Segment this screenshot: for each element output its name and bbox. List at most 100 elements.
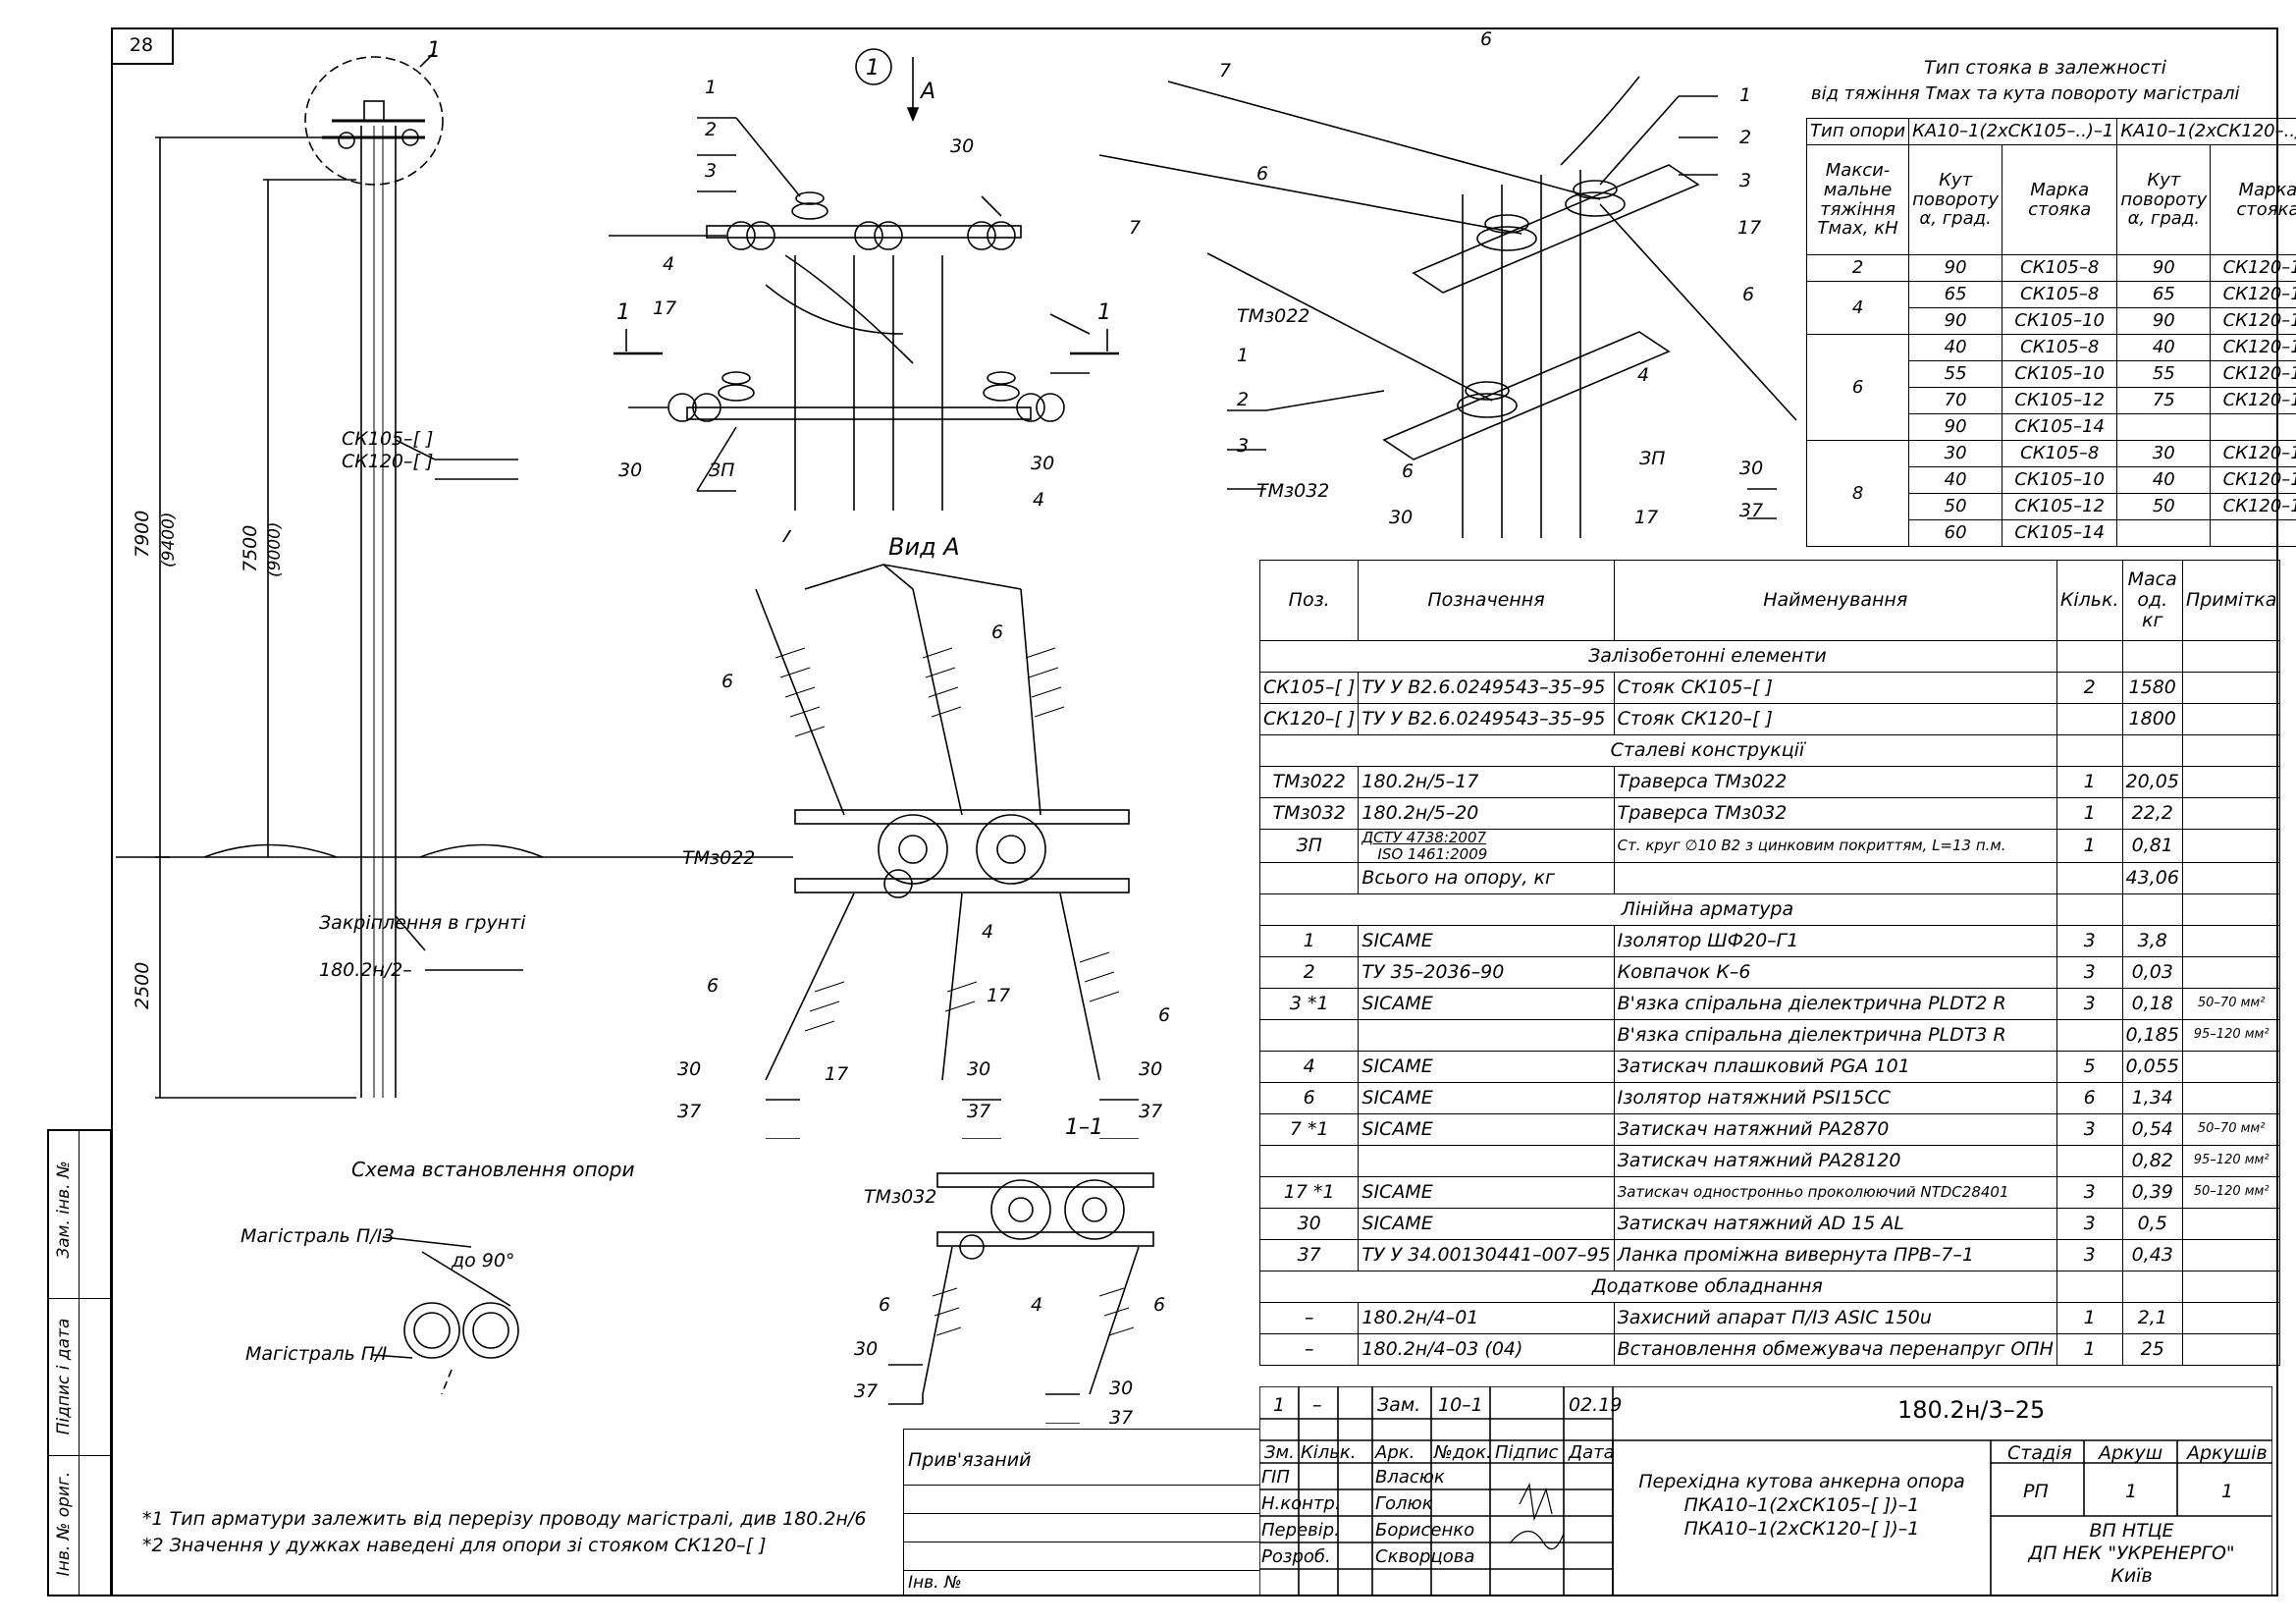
trunk-angle: до 90°: [451, 1250, 514, 1271]
spec-cell-poz: 2: [1258, 956, 1360, 989]
type-table-body: 290СК105–890СК120–10465СК105–865СК120–10…: [1805, 254, 2296, 547]
pole-caption: Схема встановлення опори: [351, 1158, 634, 1181]
spec-cell-poz: 17 *1: [1258, 1176, 1360, 1209]
spec-cell-qty: [2056, 1145, 2123, 1177]
section-mark-left: 1: [616, 300, 630, 325]
iso-callout-2b: 2: [1237, 389, 1249, 410]
spec-cell-note: 95–120 мм²: [2181, 1019, 2281, 1052]
spec-cell-oz: SICAME: [1358, 925, 1615, 957]
type-cell: [2210, 413, 2296, 441]
title-block: 180.2н/3–25 1 – Зам. 10–1 02.19 Зм. Кіль…: [1259, 1386, 2272, 1596]
spec-cell-name: В'язка спіральна діелектрична PLDT3 R: [1613, 1019, 2057, 1052]
spec-cell-qty: 3: [2056, 925, 2123, 957]
iso-callout-17b: 17: [1634, 507, 1658, 528]
spec-cell-oz: ТУ У 34.00130441–007–95: [1358, 1239, 1615, 1271]
type-cell: СК105–8: [2002, 254, 2118, 282]
spec-cell-name: В'язка спіральна діелектрична PLDT2 R: [1613, 988, 2057, 1020]
spec-cell-note: [2181, 1051, 2281, 1083]
hd-1: Зм.: [1264, 1442, 1295, 1463]
spec-cell-name: Затискач натяжний PA28120: [1613, 1145, 2057, 1177]
spec-cell-poz: ЗП: [1258, 829, 1360, 863]
person-3: Скворцова: [1375, 1546, 1475, 1567]
va-callout-30b: 30: [967, 1058, 990, 1080]
spec-oz-line: ISO 1461:2009: [1377, 844, 1488, 863]
spec-cell-mass: 0,03: [2121, 956, 2183, 989]
role-0: ГІП: [1261, 1467, 1290, 1488]
type-cell: 90: [2116, 254, 2212, 282]
chg-2: –: [1312, 1394, 1322, 1416]
type-cell: СК105–12: [2002, 493, 2118, 520]
spec-cell-oz: SICAME: [1358, 1208, 1615, 1240]
va-callout-tmz022: ТМз022: [682, 847, 755, 869]
spec-cell-name: Ланка проміжна вивернута ПРВ–7–1: [1613, 1239, 2057, 1271]
callout-30: 30: [950, 135, 974, 157]
s11-callout-tmz032: ТМз032: [864, 1186, 936, 1208]
va-callout-37b: 37: [967, 1101, 990, 1122]
spec-h-name: Найменування: [1613, 560, 2057, 641]
iso-callout-6d: 6: [1402, 460, 1414, 482]
spec-cell-note: [2181, 956, 2281, 989]
side-label-zam: Зам. інв. №: [54, 1161, 74, 1259]
type-cell: 40: [2116, 334, 2212, 361]
iso-callout-6: 6: [1480, 28, 1492, 50]
section-title: 1–1: [1065, 1115, 1103, 1140]
desc-line-2: ПКА10–1(2хСК105–[ ])–1: [1683, 1494, 1920, 1516]
type-cell: СК105–14: [2002, 413, 2118, 441]
node-isometric-drawing: 7 7 6 6 6 6 1 2 3 17 4 ТМз022 1 2 3 ТМз0…: [1098, 28, 1797, 538]
spec-cell-name: Затискач одностронньо проколюючий NTDC28…: [1613, 1176, 2057, 1209]
view-a-title: Вид А: [888, 533, 960, 561]
pole-label-sk105: СК105–[ ]: [342, 428, 433, 450]
callout-1: 1: [705, 77, 717, 98]
type-cell: СК120–10: [2210, 254, 2296, 282]
spec-section-title: Лінійна арматура: [1621, 898, 1794, 921]
iso-callout-30b: 30: [1739, 458, 1763, 479]
type-cell: 65: [1908, 281, 2003, 308]
spec-cell-mass: 0,18: [2121, 988, 2183, 1020]
spec-section-title: Сталеві конструкції: [1610, 739, 1805, 762]
spec-section-title: Додаткове обладнання: [1591, 1275, 1823, 1298]
spec-cell-name: Траверса ТМз032: [1613, 797, 2057, 830]
spec-cell-poz: –: [1258, 1333, 1360, 1366]
type-cell: СК105–8: [2002, 281, 2118, 308]
va-callout-30c: 30: [1139, 1058, 1162, 1080]
spec-section-title: Залізобетонні елементи: [1588, 645, 1827, 668]
spec-cell-mass: 1,34: [2121, 1082, 2183, 1114]
type-cell: СК120–12: [2210, 360, 2296, 388]
va-callout-30: 30: [677, 1058, 701, 1080]
dim-total-alt: (9400): [159, 512, 179, 568]
spec-cell-name: Стояк СК105–[ ]: [1613, 672, 2057, 704]
chg-4: 10–1: [1438, 1394, 1483, 1416]
spec-cell-poz: СК105–[ ]: [1258, 672, 1360, 704]
type-cell: СК105–10: [2002, 360, 2118, 388]
spec-total-label: Всього на опору, кг: [1358, 862, 1615, 894]
spec-cell-poz: СК120–[ ]: [1258, 703, 1360, 735]
type-max-cell: 8: [1805, 440, 1910, 547]
va-callout-6: 6: [721, 671, 733, 692]
spec-cell-name: Ізолятор ШФ20–Г1: [1613, 925, 2057, 957]
type-table-title-1: Тип стояка в залежності: [1924, 57, 2166, 79]
sheets-h: Аркушів: [2187, 1442, 2268, 1464]
note-1: *1 Тип арматури залежить від перерізу пр…: [142, 1508, 867, 1530]
type-cell: СК105–8: [2002, 440, 2118, 467]
spec-cell-qty: 3: [2056, 956, 2123, 989]
type-cell: 60: [1908, 519, 2003, 547]
spec-h-mass: Маса од. кг: [2121, 560, 2183, 641]
type-h-mark1: Марка стояка: [2002, 144, 2118, 255]
type-cell: СК120–12: [2210, 466, 2296, 494]
spec-cell-oz: SICAME: [1358, 1113, 1615, 1146]
bound-block: Прив'язаний Інв. №: [903, 1429, 1259, 1596]
spec-cell-qty: 2: [2056, 672, 2123, 704]
doc-code: 180.2н/3–25: [1897, 1396, 2046, 1424]
spec-cell-note: [2181, 703, 2281, 735]
type-cell: СК120–15: [2210, 387, 2296, 414]
